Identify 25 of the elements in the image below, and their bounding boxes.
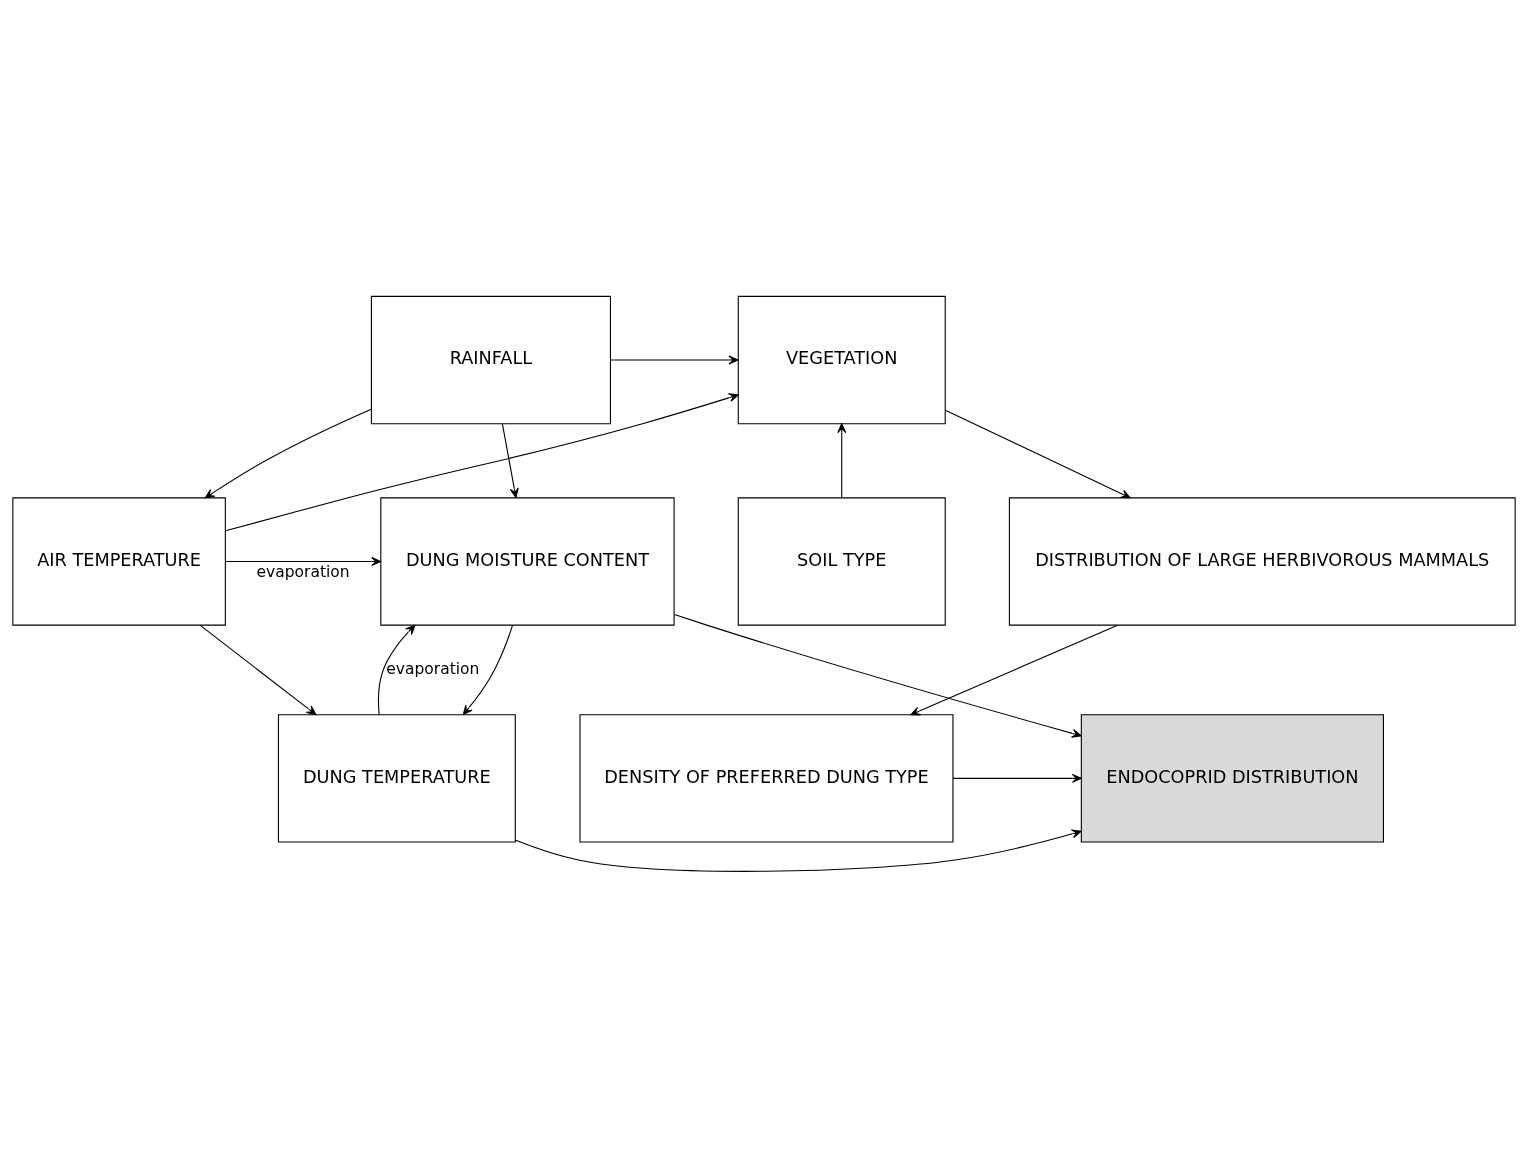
arrow — [944, 409, 1131, 499]
node-box: DUNG TEMPERATURE — [277, 714, 516, 843]
edge-label: evaporation — [256, 563, 350, 582]
node-box: VEGETATION — [737, 295, 946, 425]
arrow — [673, 614, 1082, 738]
arrow — [199, 624, 317, 716]
arrow — [952, 773, 1082, 783]
arrow — [837, 423, 847, 498]
node-box: DENSITY OF PREFERRED DUNG TYPE — [579, 714, 954, 843]
arrow — [204, 408, 372, 499]
node-box: RAINFALL — [370, 295, 611, 425]
arrow — [377, 624, 416, 715]
arrow — [225, 393, 739, 532]
arrow — [910, 624, 1119, 716]
arrow — [225, 556, 382, 566]
arrow — [462, 624, 514, 716]
arrow — [609, 355, 739, 365]
node-box: ENDOCOPRID DISTRIBUTION — [1080, 714, 1384, 843]
node-box: AIR TEMPERATURE — [12, 497, 226, 626]
arrow — [501, 423, 519, 498]
node-box: SOIL TYPE — [737, 497, 946, 626]
arrow — [515, 829, 1082, 872]
node-box: DISTRIBUTION OF LARGE HERBIVOROUS MAMMALS — [1008, 497, 1516, 626]
edge-label: evaporation — [386, 660, 480, 679]
node-box: DUNG MOISTURE CONTENT — [380, 497, 675, 626]
